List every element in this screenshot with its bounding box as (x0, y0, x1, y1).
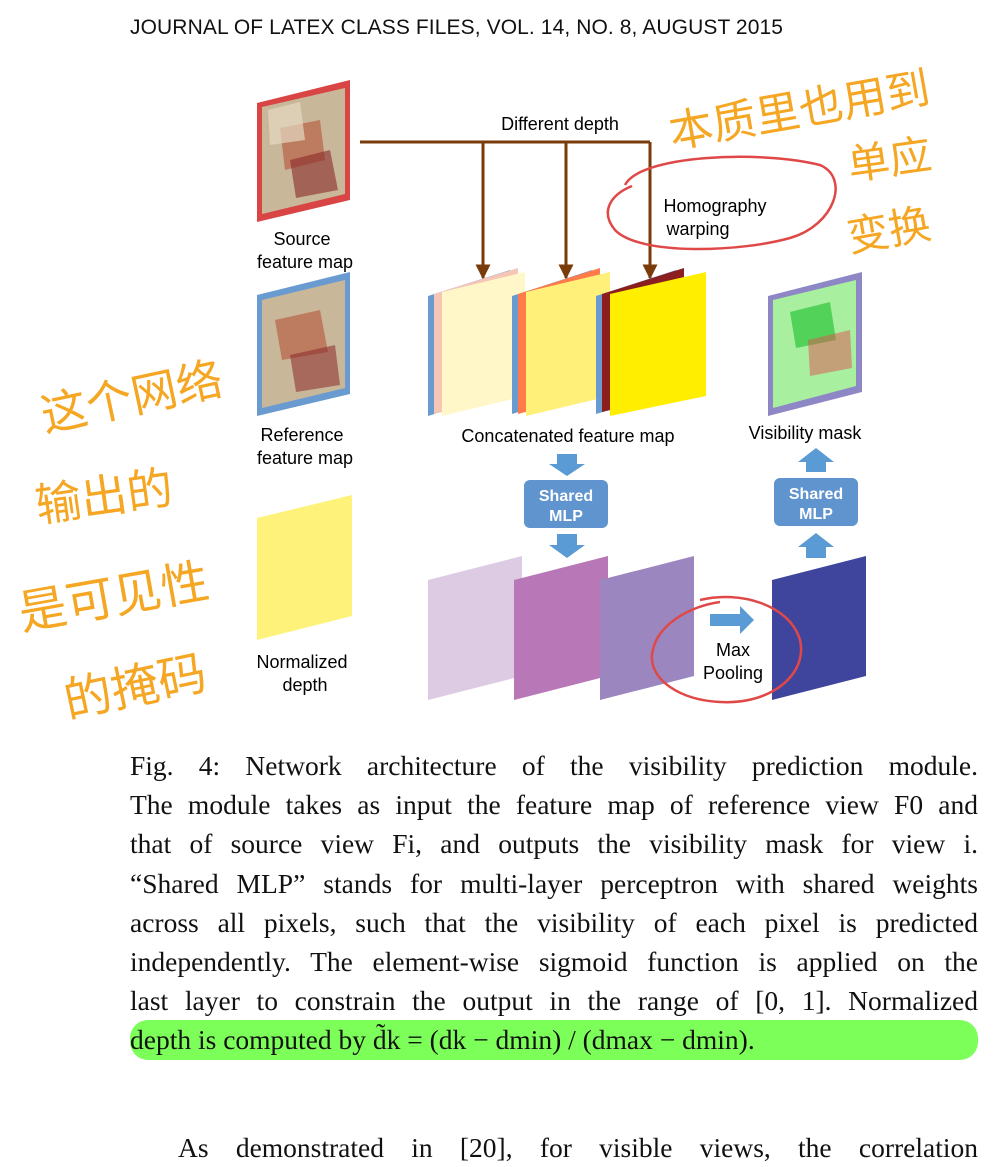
shared-mlp-box-left: Shared MLP (524, 480, 608, 528)
mlp-output-plane-3 (600, 556, 694, 700)
homography-label-1: Homography (663, 196, 766, 216)
different-depth-label: Different depth (501, 114, 619, 134)
mlp-left-label-2: MLP (549, 508, 583, 525)
homography-label-2: warping (665, 219, 729, 239)
visibility-label: Visibility mask (749, 423, 863, 443)
flow-arrows (549, 448, 834, 634)
caption-line-3: that of source view Fi, and outputs the … (130, 828, 978, 860)
concat-label: Concatenated feature map (461, 426, 674, 446)
running-header: JOURNAL OF LATEX CLASS FILES, VOL. 14, N… (130, 16, 784, 39)
caption-line-5: across all pixels, such that the visibil… (130, 906, 978, 938)
normalized-label-1: Normalized (256, 652, 347, 672)
reference-label-1: Reference (260, 425, 343, 445)
mlp-right-label-1: Shared (789, 486, 843, 503)
maxpool-label-2: Pooling (703, 663, 763, 683)
note-6: 是可见性 (14, 553, 213, 641)
mlp-left-label-1: Shared (539, 488, 593, 505)
reference-label-2: feature map (257, 448, 353, 468)
network-architecture-figure: Source feature map Reference feature map… (14, 63, 935, 730)
note-7: 的掩码 (59, 645, 212, 730)
concatenated-stack-1 (428, 268, 525, 416)
concatenated-stack-2 (512, 268, 610, 416)
caption-line-8: depth is computed by d̃k = (dk − dmin) /… (130, 1020, 978, 1060)
note-5: 输出的 (32, 460, 176, 533)
normalized-label-2: depth (282, 675, 327, 695)
figure-caption: Fig. 4: Network architecture of the visi… (130, 746, 978, 1060)
caption-line-4: “Shared MLP” stands for multi-layer perc… (130, 867, 978, 899)
visibility-mask-map (768, 272, 862, 416)
homography-circle (606, 155, 837, 251)
pooled-output-plane (772, 556, 866, 700)
note-3: 变换 (843, 199, 934, 262)
caption-line-2: The module takes as input the feature ma… (130, 789, 978, 821)
note-2: 单应 (845, 130, 935, 190)
shared-mlp-box-right: Shared MLP (774, 478, 858, 526)
body-paragraph: As demonstrated in [20], for visible vie… (178, 1132, 978, 1163)
mlp-output-plane-2 (514, 556, 608, 700)
caption-line-1: Fig. 4: Network architecture of the visi… (130, 750, 978, 781)
maxpool-circle (650, 595, 803, 704)
reference-feature-map (257, 272, 350, 416)
mlp-output-plane-1 (428, 556, 522, 700)
source-label-2: feature map (257, 252, 353, 272)
note-4: 这个网络 (36, 352, 227, 443)
caption-line-6: independently. The element-wise sigmoid … (130, 945, 978, 977)
maxpool-label-1: Max (716, 640, 750, 660)
mlp-right-label-2: MLP (799, 506, 833, 523)
source-label-1: Source (273, 229, 330, 249)
normalized-depth-map (257, 495, 352, 640)
caption-line-7: last layer to constrain the output in th… (130, 985, 978, 1017)
different-depth-arrows (360, 140, 658, 280)
source-feature-map (257, 80, 350, 222)
concatenated-stack-3 (596, 268, 706, 416)
